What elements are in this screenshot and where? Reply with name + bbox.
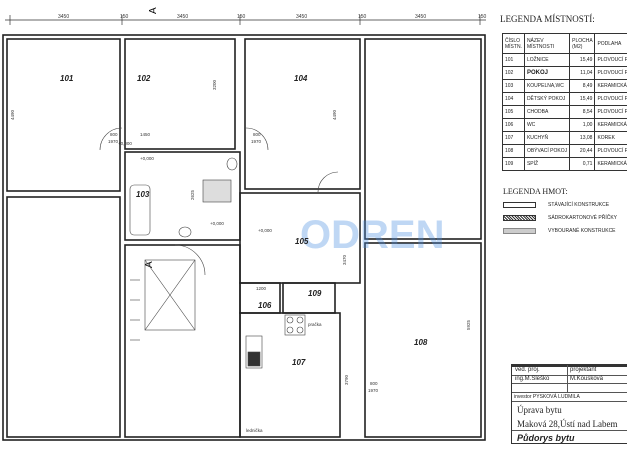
table-cell: WC: [523, 118, 571, 132]
floor-plan: 3450 150 3450 150 3450 150 3450 150 A A: [2, 7, 487, 441]
dim-top: 3450: [415, 14, 426, 20]
fixtures: [99, 127, 339, 369]
dim: 1200: [256, 286, 267, 291]
level-mark: +0,000: [258, 228, 272, 233]
room-label: 108: [414, 338, 428, 347]
table-cell: CHODBA: [523, 105, 571, 119]
table-cell: POKOJ: [523, 66, 571, 80]
room-label: 106: [258, 301, 272, 310]
room-label: 107: [292, 358, 306, 367]
table-cell: KERAMICKÁ DLAŽBA: [594, 79, 627, 93]
materials-legend-title: LEGENDA HMOT:: [503, 187, 568, 196]
table-cell: LOŽNICE: [523, 53, 571, 67]
table-cell: 109: [502, 157, 525, 171]
level-mark: +0,000: [210, 221, 224, 226]
table-cell: 105: [502, 105, 525, 119]
table-cell: 13,08: [569, 131, 596, 145]
dim-top: 3450: [296, 14, 307, 20]
table-cell: 8,54: [569, 105, 596, 119]
table-cell: 1,00: [569, 118, 596, 132]
level-mark: +0,000: [140, 156, 154, 161]
table-cell: OBÝVACÍ POKOJ: [523, 144, 571, 158]
table-cell: 103: [502, 79, 525, 93]
table-cell: KERAMICKÁ DLAŽBA: [594, 118, 627, 132]
dim: 3200: [212, 79, 217, 90]
table-cell: KUCHYŇ: [523, 131, 571, 145]
room-label: 102: [137, 74, 151, 83]
table-cell: 108: [502, 144, 525, 158]
door-dim: 1970: [108, 139, 119, 144]
table-cell: 104: [502, 92, 525, 106]
door-dim: 800: [253, 132, 261, 137]
dim-top: 150: [237, 14, 246, 20]
dim-top: 150: [358, 14, 367, 20]
dim-top: 150: [478, 14, 487, 20]
table-cell: 8,49: [569, 79, 596, 93]
level-mark: +0,000: [118, 141, 132, 146]
walls: [2, 34, 486, 441]
table-cell: DĚTSKÝ POKOJ: [523, 92, 571, 106]
dim: 5925: [466, 319, 471, 330]
table-cell: 15,49: [569, 53, 596, 67]
table-cell: PLOVOUCÍ PODLAHA: [594, 66, 627, 80]
table-cell: KOREK: [594, 131, 627, 145]
section-mark: A: [148, 7, 159, 14]
watermark-logo: ODREN: [300, 213, 444, 257]
dim: 3470: [342, 254, 347, 265]
title-block: ved. proj. projektant ing.M.Sleško M.Kou…: [511, 364, 627, 444]
materials-legend-item: STÁVAJÍCÍ KONSTRUKCE: [503, 202, 609, 208]
door-dim: 1970: [251, 139, 262, 144]
table-header: ČÍSLO MÍSTN. NÁZEV MÍSTNOSTI PLOCHA (M2)…: [502, 33, 627, 54]
table-cell: 102: [502, 66, 525, 80]
materials-legend-item: VYBOURANÉ KONSTRUKCE: [503, 228, 616, 234]
table-cell: 15,49: [569, 92, 596, 106]
dim-top: 150: [120, 14, 129, 20]
table-cell: 106: [502, 118, 525, 132]
table-cell: SPÍŽ: [523, 157, 571, 171]
dimension-line: [5, 15, 486, 25]
door-dim: 1970: [368, 388, 379, 393]
door-dim: 800: [110, 132, 118, 137]
table-cell: 101: [502, 53, 525, 67]
table-cell: 20,44: [569, 144, 596, 158]
table-cell: PLOVOUCÍ PODLAHA: [594, 105, 627, 119]
dim: 1450: [140, 132, 151, 137]
room-label: 103: [136, 190, 150, 199]
fridge-label: lednička: [246, 428, 263, 433]
dim: 4490: [332, 109, 337, 120]
room-label: 101: [60, 74, 74, 83]
table-cell: KERAMICKÁ DLAŽBA: [594, 157, 627, 171]
table-cell: 11,04: [569, 66, 596, 80]
washer-label: pračka: [308, 322, 322, 327]
room-label: 105: [295, 237, 309, 246]
dim: 3790: [344, 374, 349, 385]
room-label: 109: [308, 289, 322, 298]
materials-legend-item: SÁDROKARTONOVÉ PŘÍČKY: [503, 215, 617, 221]
dim: 4490: [10, 109, 15, 120]
table-cell: PLOVOUCÍ PODLAHA: [594, 144, 627, 158]
room-legend-table: ČÍSLO MÍSTN. NÁZEV MÍSTNOSTI PLOCHA (M2)…: [502, 33, 627, 171]
dim-top: 3450: [58, 14, 69, 20]
table-cell: 107: [502, 131, 525, 145]
dim: 2625: [190, 189, 195, 200]
door-dim: 800: [370, 381, 378, 386]
section-mark: A: [144, 261, 155, 268]
room-label: 104: [294, 74, 308, 83]
room-legend-title: LEGENDA MÍSTNOSTÍ:: [500, 14, 595, 24]
table-cell: PLOVOUCÍ PODLAHA: [594, 53, 627, 67]
table-cell: 0,71: [569, 157, 596, 171]
table-cell: KOUPELNA,WC: [523, 79, 571, 93]
table-cell: PLOVOUCÍ PODLAHA: [594, 92, 627, 106]
dim-top: 3450: [177, 14, 188, 20]
